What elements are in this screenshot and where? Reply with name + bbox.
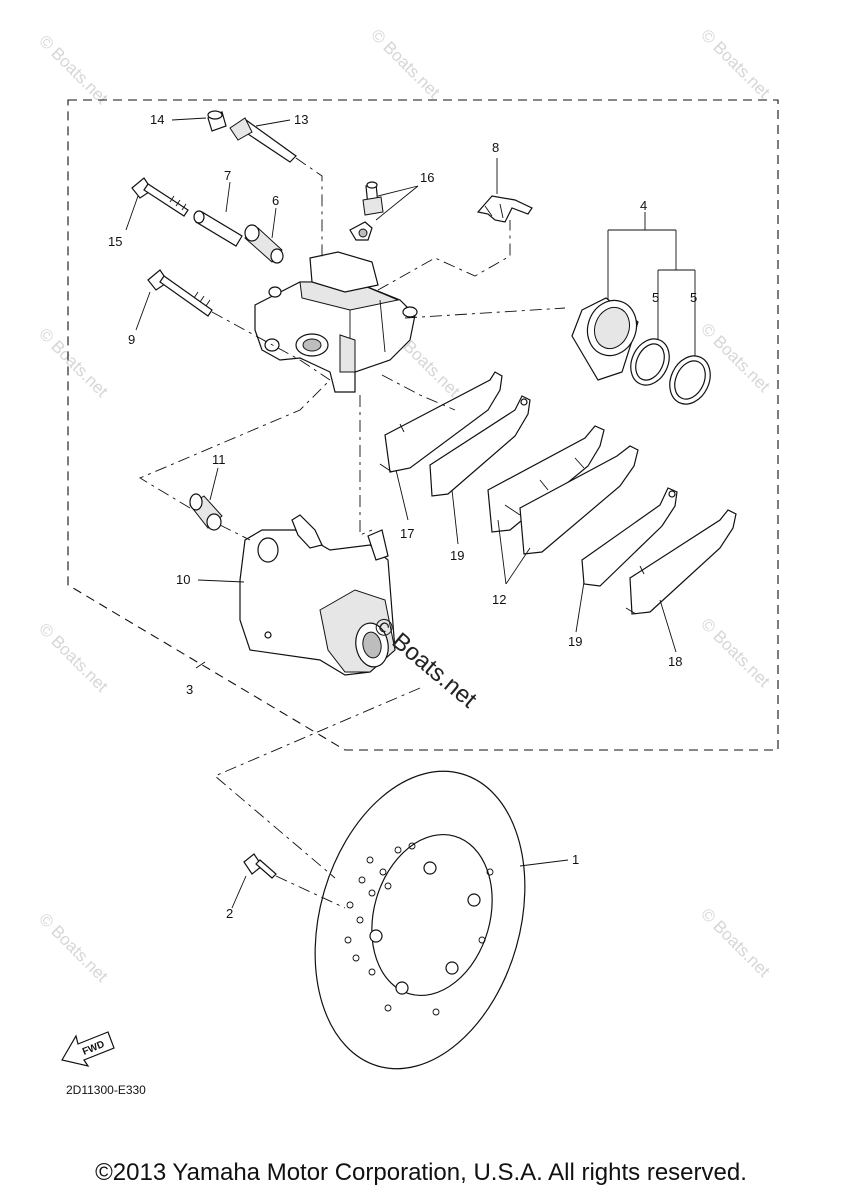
caliper-bracket [239, 514, 396, 676]
pad-spring [476, 195, 533, 223]
callout-7: 7 [224, 168, 231, 183]
copyright: ©2013 Yamaha Motor Corporation, U.S.A. A… [95, 1159, 747, 1186]
piston [571, 297, 639, 381]
watermark: © Boats.net [367, 25, 444, 102]
fwd-arrow-icon: FWD [61, 1031, 115, 1067]
bolt-15 [131, 177, 189, 217]
callout-18: 18 [668, 654, 682, 669]
callout-3: 3 [186, 682, 193, 697]
callout-12: 12 [492, 592, 506, 607]
pad-19-left [429, 395, 531, 497]
disc-bolt [243, 853, 277, 879]
watermark: © Boats.net [35, 31, 112, 108]
callout-16: 16 [420, 170, 434, 185]
callout-10: 10 [176, 572, 190, 587]
callout-17: 17 [400, 526, 414, 541]
watermark: © Boats.net [697, 614, 774, 691]
pad-kit [487, 425, 639, 555]
callout-5: 5 [652, 290, 659, 305]
center-watermark: © Boats.net [368, 612, 482, 714]
callout-19: 19 [568, 634, 582, 649]
shim-17 [379, 371, 503, 473]
guide-bushing [189, 493, 223, 531]
callout-2: 2 [226, 906, 233, 921]
pad-19-right [581, 487, 678, 587]
caliper-body [254, 251, 418, 393]
watermark: © Boats.net [697, 25, 774, 102]
shim-18 [625, 509, 737, 615]
callout-9: 9 [128, 332, 135, 347]
callouts: 1 2 3 4 5 5 6 7 8 9 10 11 12 13 14 15 16… [108, 112, 697, 921]
callout-14: 14 [150, 112, 164, 127]
bleed-screw [349, 181, 384, 241]
leader-lines [125, 117, 696, 909]
callout-6: 6 [272, 193, 279, 208]
pad-pin [229, 117, 297, 163]
callout-19: 19 [450, 548, 464, 563]
watermark: © Boats.net [35, 619, 112, 696]
callout-13: 13 [294, 112, 308, 127]
callout-1: 1 [572, 852, 579, 867]
watermark: © Boats.net [697, 904, 774, 981]
bolt-9 [147, 269, 213, 317]
watermark: © Boats.net [35, 909, 112, 986]
callout-11: 11 [212, 452, 226, 467]
brake-disc [314, 770, 526, 1070]
piston-seal [630, 338, 670, 386]
pin-plug [207, 110, 227, 132]
assembly-outline [67, 99, 779, 751]
callout-8: 8 [492, 140, 499, 155]
boot-6 [244, 224, 284, 264]
assembly-lines [139, 157, 566, 909]
dust-seal [669, 355, 711, 405]
disc-vent-holes [344, 842, 494, 1016]
callout-5: 5 [690, 290, 697, 305]
callout-15: 15 [108, 234, 122, 249]
watermark: © Boats.net [35, 324, 112, 401]
slide-pin [193, 210, 243, 247]
callout-4: 4 [640, 198, 647, 213]
diagram-code: 2D11300-E330 [66, 1083, 146, 1097]
